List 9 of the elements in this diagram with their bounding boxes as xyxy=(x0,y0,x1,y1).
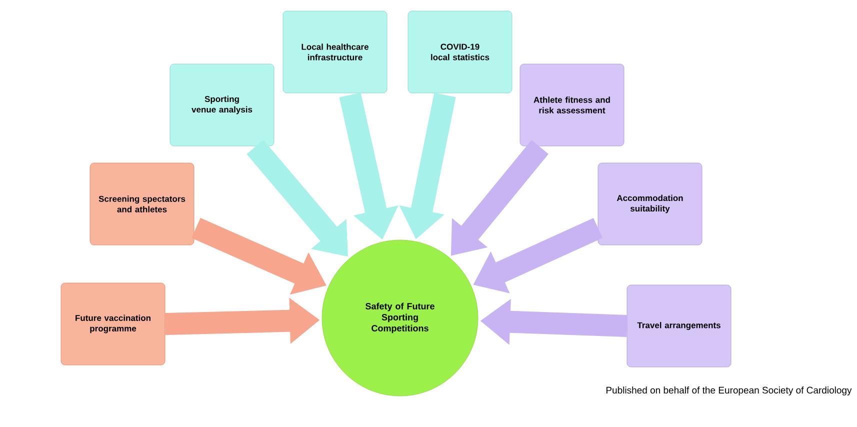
factor-box: COVID-19 local statistics xyxy=(408,10,512,94)
factor-box: Local healthcare infrastructure xyxy=(282,10,388,94)
factor-box: Accommodation suitability xyxy=(598,162,702,246)
factor-box: Travel arrangements xyxy=(626,284,732,368)
factor-box: Screening spectators and athletes xyxy=(90,162,194,246)
factor-box: Sporting venue analysis xyxy=(170,64,274,146)
source-note: Published on behalf of the European Society of Cardiology xyxy=(606,386,852,396)
factor-box: Athlete fitness and risk assessment xyxy=(520,64,624,146)
factor-box: Future vaccination programme xyxy=(60,282,166,366)
